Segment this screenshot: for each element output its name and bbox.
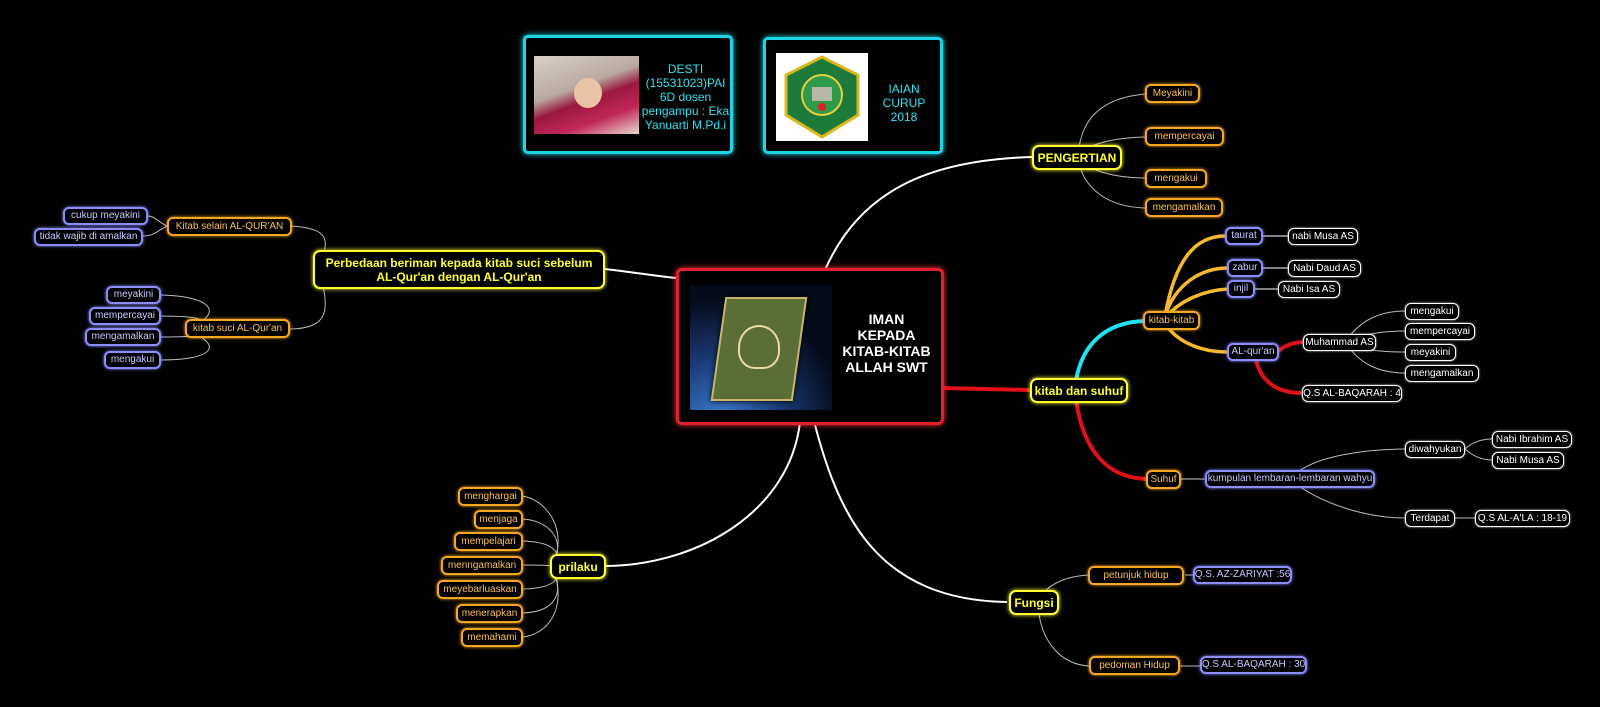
suci-item-mempercayai[interactable]: mempercayai	[89, 307, 161, 325]
fungsi-ref-albaqarah-30[interactable]: Q.S AL-BAQARAH : 30	[1200, 656, 1307, 674]
kitab-zabur[interactable]: zabur	[1227, 259, 1263, 277]
quran-book-globe-image-icon	[690, 285, 832, 410]
prophet-ibrahim[interactable]: Nabi Ibrahim AS	[1492, 431, 1572, 448]
topic-pengertian[interactable]: PENGERTIAN	[1032, 145, 1122, 170]
prophet-isa[interactable]: Nabi Isa AS	[1278, 281, 1340, 298]
author-card: DESTI (15531023)PAI 6D dosen pengampu : …	[523, 35, 733, 154]
prilaku-item-meyebarluaskan[interactable]: meyebarluaskan	[437, 580, 523, 599]
student-photo-icon	[534, 56, 639, 134]
author-info: DESTI (15531023)PAI 6D dosen pengampu : …	[641, 62, 730, 132]
kitab-injil[interactable]: injil	[1227, 280, 1255, 298]
topic-kitab-dan-suhuf[interactable]: kitab dan suhuf	[1030, 378, 1128, 403]
prophet-musa-suhuf[interactable]: Nabi Musa AS	[1492, 452, 1564, 469]
kitab-alquran[interactable]: AL-qur'an	[1227, 343, 1279, 361]
prilaku-item-mempelajari[interactable]: mempelajari	[454, 532, 523, 551]
kitab-selain-alquran[interactable]: Kitab selain AL-QUR'AN	[167, 217, 292, 236]
alquran-ref-albaqarah-4[interactable]: Q.S AL-BAQARAH : 4	[1302, 385, 1402, 402]
selain-item-tidak-wajib[interactable]: tidak wajib di amalkan	[34, 228, 143, 246]
prilaku-item-menjaga[interactable]: menjaga	[474, 510, 523, 529]
pengertian-item-mengamalkan[interactable]: mengamalkan	[1145, 198, 1223, 217]
pengertian-item-meyakini[interactable]: Meyakini	[1145, 84, 1200, 103]
pengertian-item-mempercayai[interactable]: mempercayai	[1145, 127, 1224, 146]
selain-item-cukup-meyakini[interactable]: cukup meyakini	[63, 207, 148, 225]
topic-prilaku[interactable]: prilaku	[550, 554, 606, 579]
prilaku-item-memahami[interactable]: memahami	[461, 628, 523, 647]
suhuf-description[interactable]: kumpulan lembaran-lembaran wahyu	[1205, 470, 1375, 488]
alquran-item-mengakui[interactable]: mengakui	[1405, 303, 1459, 320]
alquran-item-mempercayai[interactable]: mempercayai	[1405, 323, 1475, 340]
prophet-muhammad[interactable]: Muhammad AS	[1303, 334, 1376, 351]
institution-info: IAIAN CURUP 2018	[882, 82, 926, 124]
suhuf-terdapat[interactable]: Terdapat	[1405, 510, 1455, 527]
fungsi-pedoman-hidup[interactable]: pedoman Hidup	[1089, 656, 1180, 675]
institution-card: IAIAN CURUP 2018	[763, 37, 943, 154]
prophet-daud[interactable]: Nabi Daud AS	[1288, 260, 1361, 277]
prilaku-item-menghargai[interactable]: menghargai	[458, 487, 523, 506]
iain-curup-logo-icon	[776, 53, 868, 141]
suhuf-diwahyukan[interactable]: diwahyukan	[1405, 441, 1465, 458]
prilaku-item-menerapkan[interactable]: menerapkan	[456, 604, 523, 623]
pengertian-item-mengakui[interactable]: mengakui	[1145, 169, 1207, 188]
suci-item-meyakini[interactable]: meyakini	[106, 286, 161, 304]
topic-perbedaan[interactable]: Perbedaan beriman kepada kitab suci sebe…	[313, 250, 605, 289]
fungsi-ref-azzariyat[interactable]: Q.S. AZ-ZARIYAT :56	[1193, 566, 1292, 584]
suhuf-node[interactable]: Suhuf	[1146, 470, 1181, 489]
suci-item-mengakui[interactable]: mengakui	[104, 351, 161, 369]
central-title: IMAN KEPADA KITAB-KITAB ALLAH SWT	[842, 311, 931, 375]
prilaku-item-menngamalkan[interactable]: menngamalkan	[441, 556, 523, 575]
alquran-item-meyakini[interactable]: meyakini	[1405, 344, 1456, 361]
kitab-taurat[interactable]: taurat	[1225, 227, 1263, 245]
central-topic[interactable]: IMAN KEPADA KITAB-KITAB ALLAH SWT	[676, 268, 944, 425]
fungsi-petunjuk-hidup[interactable]: petunjuk hidup	[1088, 566, 1184, 585]
topic-fungsi[interactable]: Fungsi	[1009, 590, 1059, 615]
kitab-suci-alquran[interactable]: kitab suci AL-Qur'an	[185, 319, 290, 338]
suci-item-mengamalkan[interactable]: mengamalkan	[85, 328, 161, 346]
prophet-musa[interactable]: nabi Musa AS	[1288, 228, 1358, 245]
alquran-item-mengamalkan[interactable]: mengamalkan	[1405, 365, 1479, 382]
suhuf-ref-alala[interactable]: Q.S AL-A'LA : 18-19	[1475, 510, 1570, 527]
kitab-kitab-node[interactable]: kitab-kitab	[1143, 311, 1200, 330]
